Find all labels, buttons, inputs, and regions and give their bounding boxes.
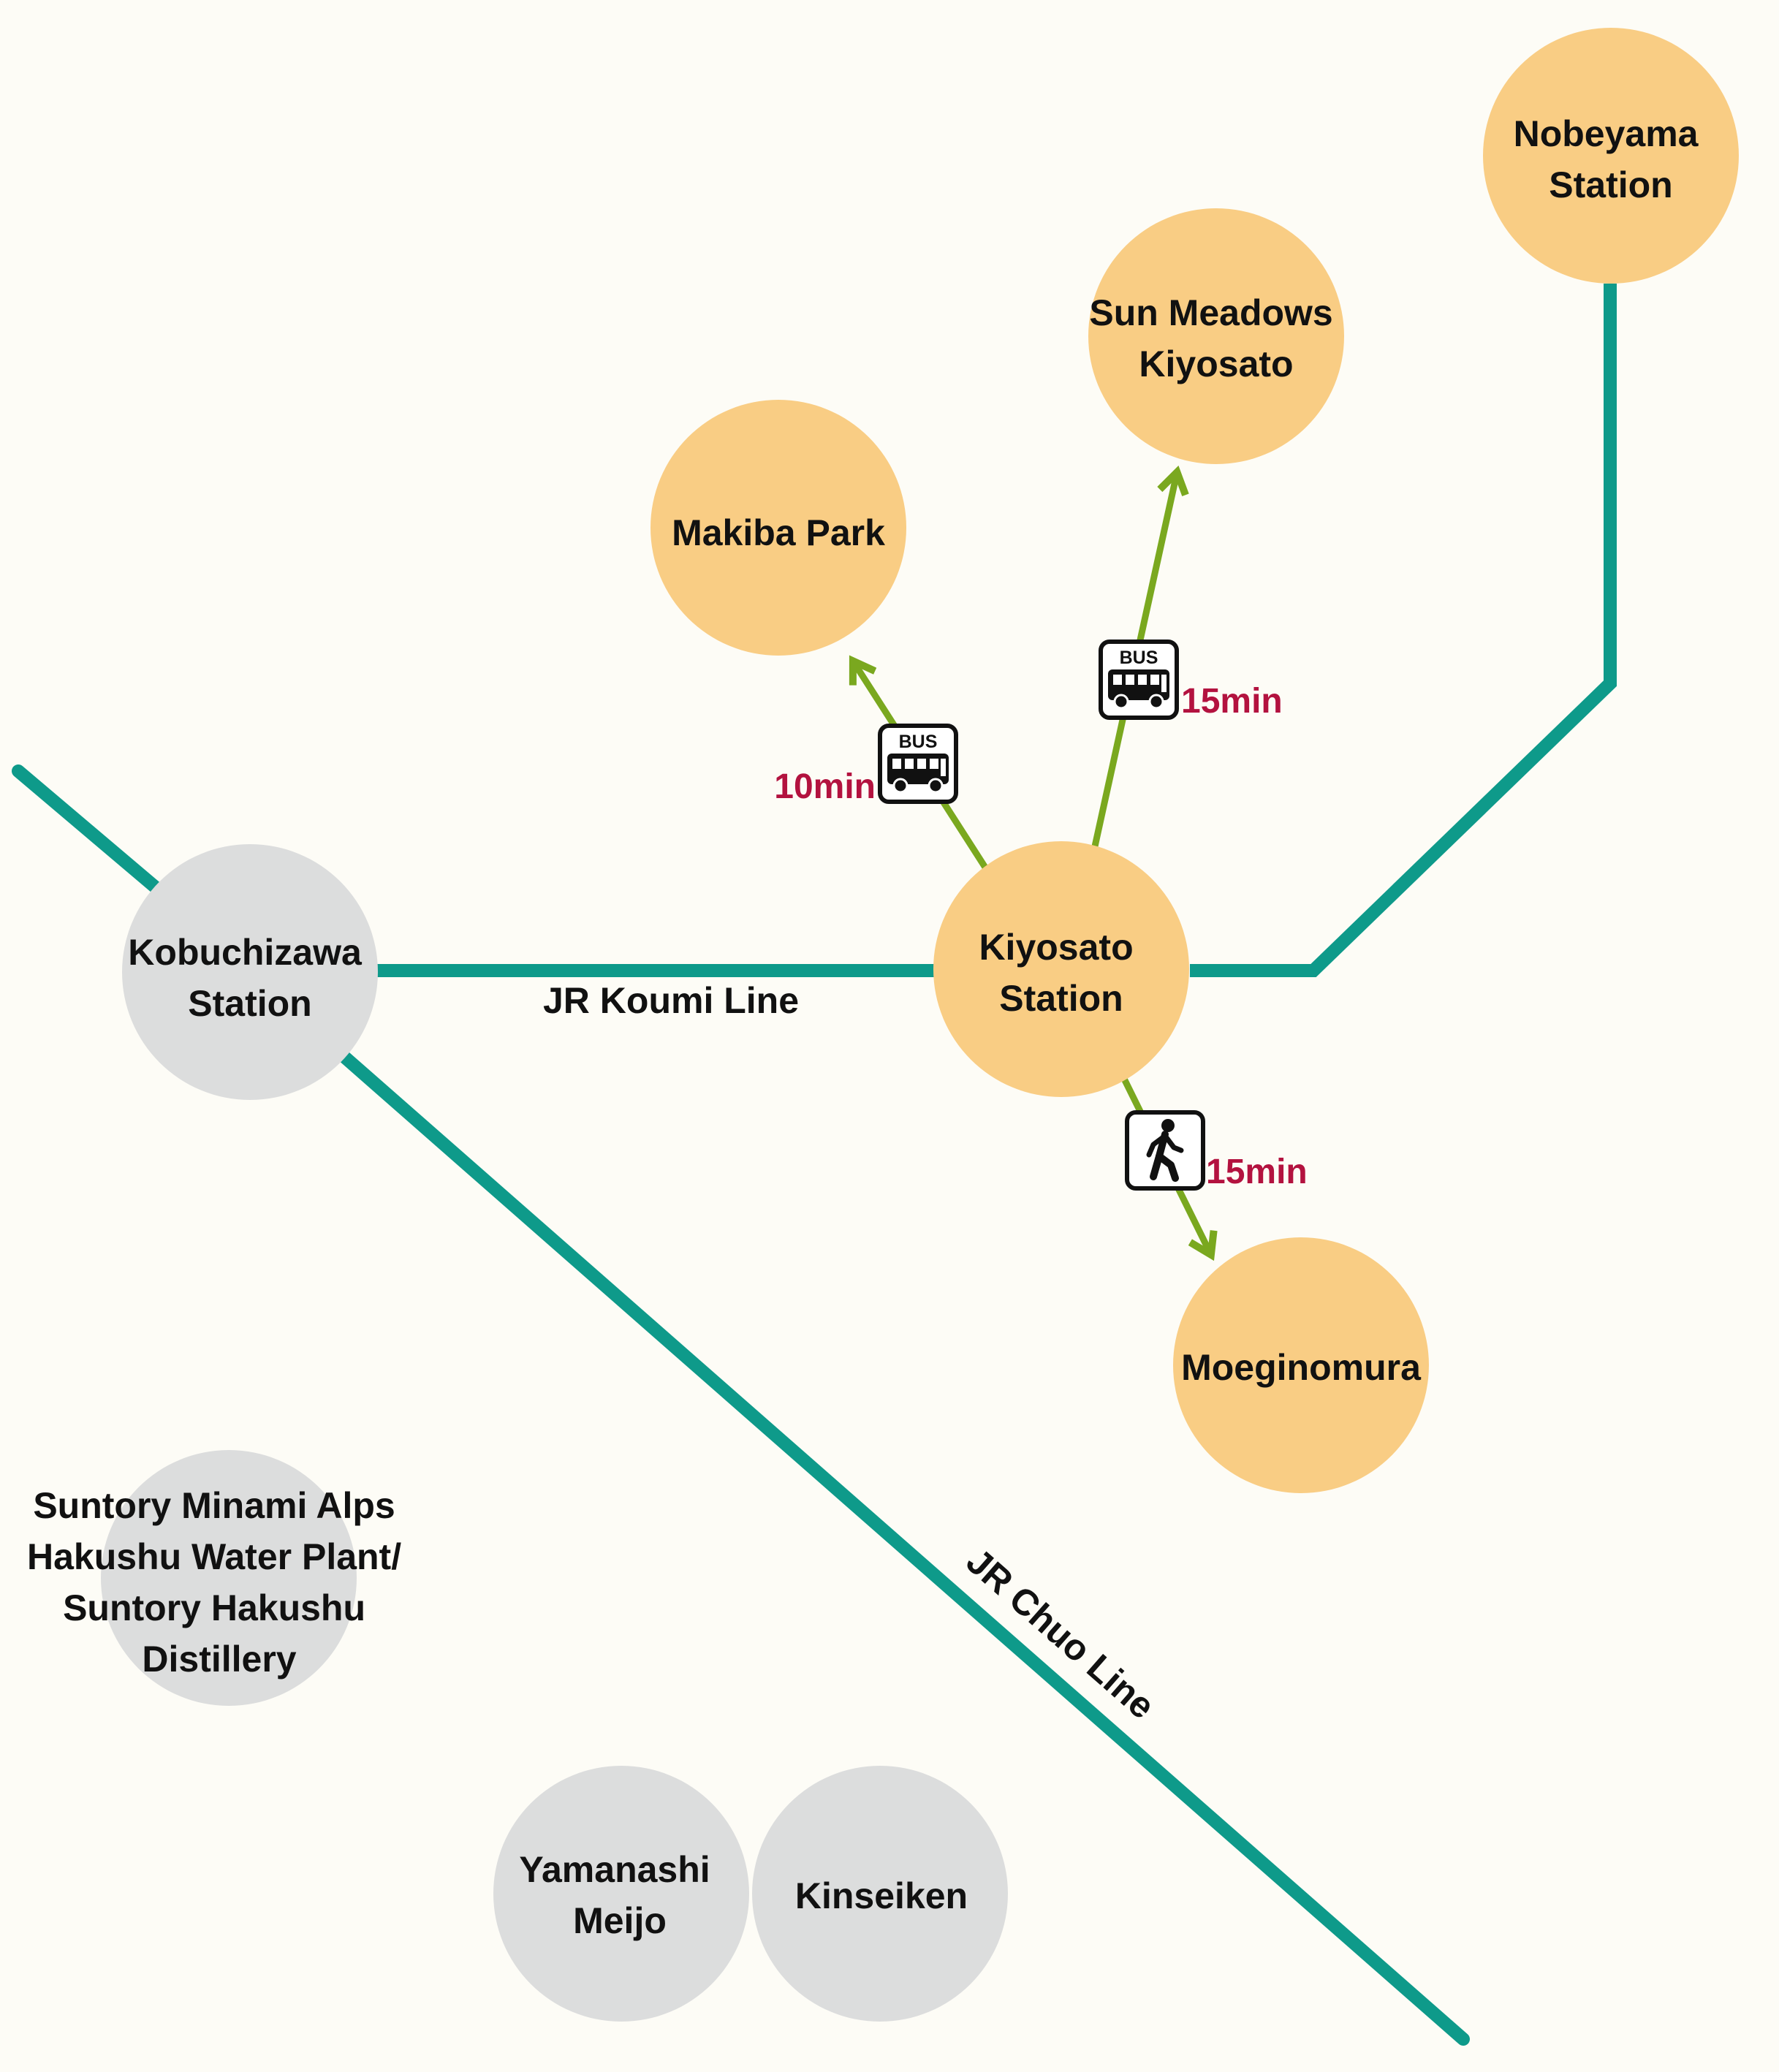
- moeginomura-travel-time: 15min: [1206, 1153, 1308, 1191]
- bus-icon: BUS: [878, 724, 958, 804]
- svg-text:BUS: BUS: [899, 732, 938, 752]
- sun-meadows-label: Sun Meadows Kiyosato: [1089, 292, 1343, 384]
- kobuchizawa-station-circle[interactable]: [122, 844, 378, 1100]
- makiba-travel-time: 10min: [774, 767, 876, 806]
- suntory-circle[interactable]: [101, 1450, 357, 1706]
- nobeyama-station-circle[interactable]: [1483, 28, 1739, 284]
- kiyosato-station-circle[interactable]: [933, 841, 1189, 1097]
- jr-koumi-line-north: [1190, 284, 1617, 977]
- moeginomura-circle[interactable]: [1173, 1237, 1429, 1493]
- makiba-park-circle[interactable]: [650, 400, 906, 656]
- spot-labels: Kobuchizawa Station Kiyosato Station Nob…: [27, 113, 1709, 1941]
- makiba-park-label: Makiba Park: [672, 512, 885, 553]
- yamanashi-meijo-circle[interactable]: [493, 1766, 749, 2022]
- kinseiken-label: Kinseiken: [795, 1875, 968, 1916]
- jr-chuo-line: [12, 764, 164, 895]
- suntory-label: Suntory Minami Alps Hakushu Water Plant/…: [27, 1485, 411, 1680]
- kobuchizawa-station-label: Kobuchizawa Station: [128, 932, 371, 1024]
- spot-circles: [101, 28, 1739, 2022]
- moeginomura-label: Moeginomura: [1181, 1347, 1422, 1388]
- yamanashi-meijo-label: Yamanashi Meijo: [519, 1849, 720, 1941]
- kinseiken-circle[interactable]: [752, 1766, 1008, 2022]
- rail-lines: [12, 284, 1617, 2046]
- svg-text:BUS: BUS: [1120, 648, 1158, 668]
- kiyosato-station-label: Kiyosato Station: [979, 927, 1143, 1019]
- nobeyama-station-label: Nobeyama Station: [1514, 113, 1709, 205]
- bus-icon: BUS: [1099, 640, 1179, 720]
- sun-meadows-circle[interactable]: [1088, 208, 1344, 464]
- walking-person-icon: [1125, 1110, 1205, 1191]
- sun-meadows-travel-time: 15min: [1181, 682, 1283, 721]
- jr-chuo-line-south: [337, 1050, 1470, 2046]
- jr-koumi-line-label: JR Koumi Line: [543, 980, 799, 1021]
